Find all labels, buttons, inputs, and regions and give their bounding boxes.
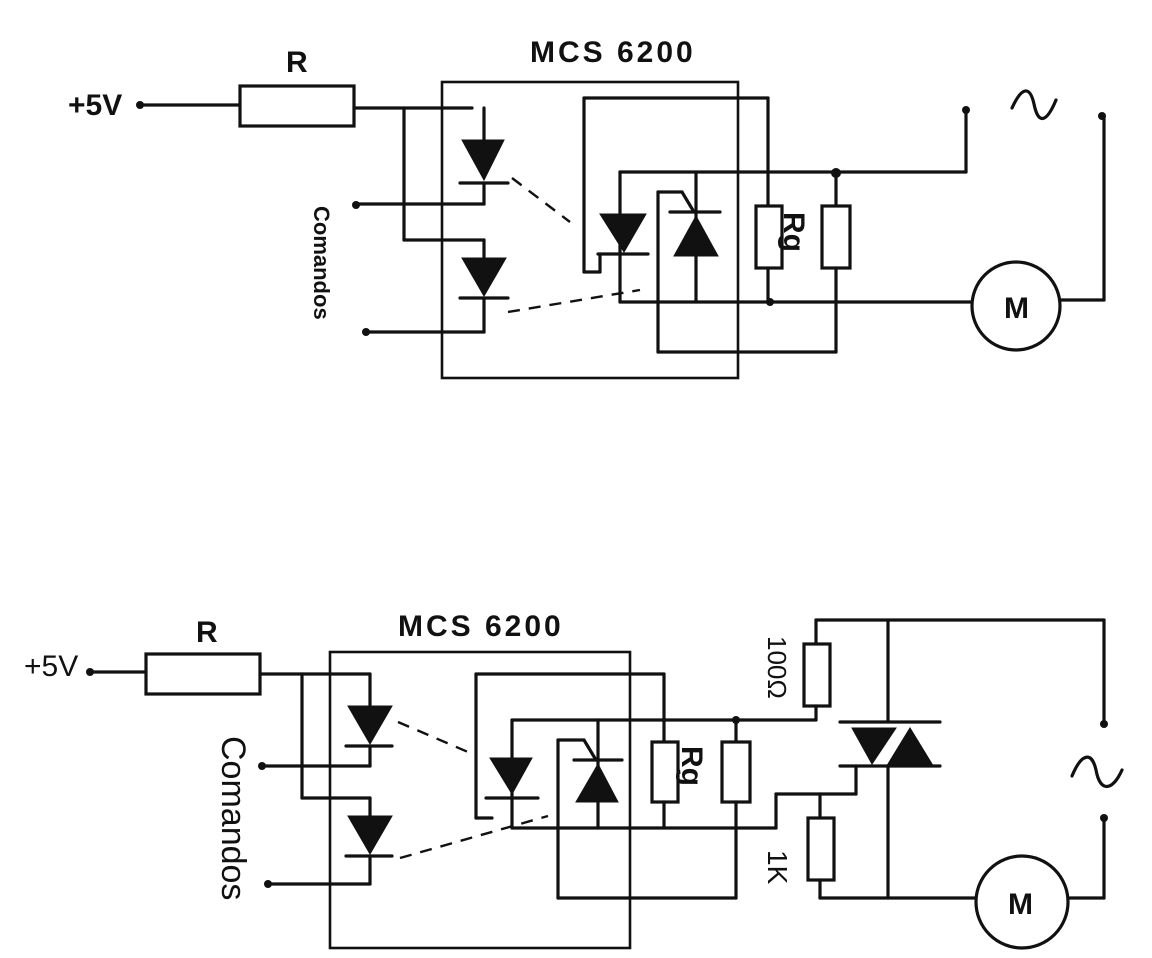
top-supply-label: +5V	[68, 89, 122, 122]
top-resistor-2	[820, 204, 852, 270]
bottom-resistor-1k	[806, 816, 836, 882]
top-commands-label: Comandos	[309, 206, 334, 320]
bottom-circuit: +5V R MCS 6200 Comandos	[24, 610, 1124, 950]
top-output-diode-1	[596, 213, 650, 256]
top-rg-label: Rg	[777, 212, 810, 252]
top-resistor-rg	[754, 204, 784, 270]
led-diode-icon	[458, 139, 510, 185]
top-command-terminal-1	[352, 201, 360, 209]
bottom-resistor-100	[802, 642, 832, 708]
bottom-resistor-label: R	[196, 616, 218, 649]
led-diode-icon	[344, 705, 394, 748]
ac-sine-icon	[1070, 755, 1124, 789]
led-diode-icon	[344, 815, 394, 858]
top-command-terminal-2	[362, 328, 370, 336]
bottom-supply-label: +5V	[24, 650, 78, 683]
top-chip-label: MCS 6200	[530, 36, 696, 69]
bottom-resistor-2	[720, 740, 752, 804]
top-resistor-label: R	[286, 46, 308, 79]
bottom-output-diode-1	[484, 757, 540, 800]
bottom-rg-label: Rg	[675, 746, 708, 786]
bottom-commands-label: Comandos	[214, 736, 252, 900]
triac-icon	[838, 720, 942, 768]
bottom-resistor-1k-label: 1K	[762, 850, 793, 885]
top-motor-label: M	[1004, 292, 1029, 325]
top-circuit: +5V R MCS 6200 Comandos	[68, 36, 1106, 380]
bottom-resistor-100-label: 100Ω	[762, 636, 792, 699]
led-diode-icon	[458, 257, 510, 300]
top-resistor-r	[238, 84, 356, 128]
bottom-chip-label: MCS 6200	[398, 610, 564, 643]
top-chip-outline	[440, 80, 740, 380]
bottom-motor-label: M	[1008, 888, 1033, 921]
motor-icon	[970, 260, 1062, 352]
bottom-chip-outline	[328, 650, 632, 950]
motor-icon	[974, 854, 1070, 950]
ac-sine-icon	[1010, 89, 1058, 121]
bottom-resistor-rg	[650, 740, 680, 804]
bottom-resistor-r	[144, 652, 262, 696]
